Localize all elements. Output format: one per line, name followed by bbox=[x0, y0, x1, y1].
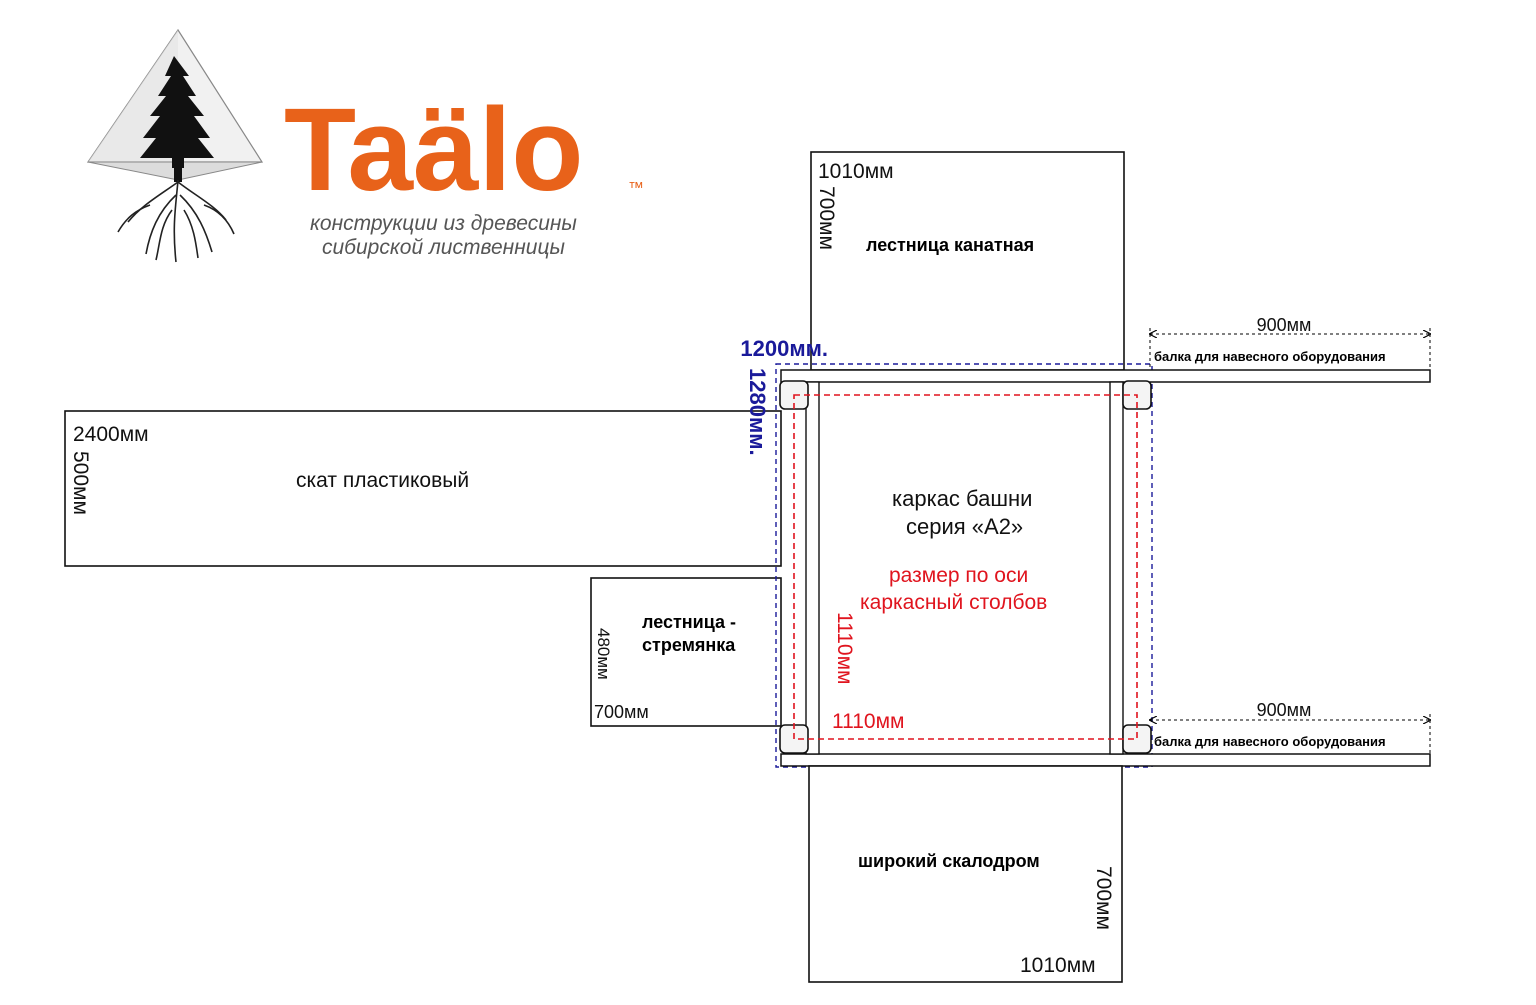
brand-tagline-2: сибирской лиственницы bbox=[322, 236, 565, 259]
rope-ladder-outline bbox=[810, 151, 1125, 371]
step-ladder-module: лестница - стремянка 480мм 700мм bbox=[590, 577, 782, 727]
brand-name: Taälo bbox=[284, 84, 583, 216]
axis-depth: 1110мм bbox=[833, 612, 856, 684]
corner-post-bottom-right bbox=[1122, 724, 1152, 754]
brand-tagline-1: конструкции из древесины bbox=[310, 212, 577, 235]
slide-outline bbox=[64, 410, 782, 567]
bottom-beam-length: 900мм bbox=[1257, 700, 1312, 720]
brand-logo: Taälo ™ конструкции из древесины сибирск… bbox=[86, 28, 644, 263]
bottom-beam-label: балка для навесного оборудования bbox=[1154, 734, 1386, 749]
rope-ladder-title: лестница канатная bbox=[866, 235, 1034, 255]
climbing-wall-outline bbox=[808, 765, 1123, 983]
step-ladder-height: 480мм bbox=[594, 628, 613, 680]
tower-outer-depth: 1280мм. bbox=[745, 368, 770, 456]
axis-note-2: каркасный столбов bbox=[860, 591, 1047, 614]
top-beam-dimension: 900мм балка для навесного оборудования bbox=[1150, 315, 1430, 370]
tree-emblem-icon bbox=[86, 28, 264, 263]
tower-title-2: серия «А2» bbox=[906, 514, 1023, 539]
slide-width: 500мм bbox=[69, 451, 92, 515]
tower-title-1: каркас башни bbox=[892, 486, 1032, 511]
top-beam-length: 900мм bbox=[1257, 315, 1312, 335]
rope-ladder-module: 1010мм 700мм лестница канатная bbox=[810, 151, 1125, 371]
trademark-symbol: ™ bbox=[628, 180, 644, 197]
step-ladder-title-1: лестница - bbox=[642, 612, 736, 632]
step-ladder-width: 700мм bbox=[594, 702, 649, 722]
left-rail bbox=[805, 381, 820, 755]
bottom-beam bbox=[780, 753, 1431, 767]
axis-note-1: размер по оси bbox=[889, 564, 1028, 587]
tower-outer-width: 1200мм. bbox=[740, 336, 828, 361]
top-beam bbox=[780, 369, 1431, 383]
rope-ladder-depth: 700мм bbox=[815, 186, 838, 250]
top-beam-label: балка для навесного оборудования bbox=[1154, 349, 1386, 364]
climbing-wall-module: широкий скалодром 700мм 1010мм bbox=[808, 765, 1123, 983]
climbing-wall-depth: 700мм bbox=[1092, 866, 1115, 930]
post-axis-boundary bbox=[793, 394, 1138, 740]
slide-length: 2400мм bbox=[73, 423, 149, 446]
slide-module: 2400мм 500мм скат пластиковый bbox=[64, 410, 782, 567]
bottom-beam-dimension: 900мм балка для навесного оборудования bbox=[1150, 700, 1430, 754]
step-ladder-title-2: стремянка bbox=[642, 635, 736, 655]
right-rail bbox=[1109, 381, 1124, 755]
slide-title: скат пластиковый bbox=[296, 469, 469, 492]
climbing-wall-width: 1010мм bbox=[1020, 954, 1096, 977]
tower-frame: 1200мм. 1280мм. каркас башни серия «А2» … bbox=[740, 336, 1431, 768]
rope-ladder-width: 1010мм bbox=[818, 160, 894, 183]
climbing-wall-title: широкий скалодром bbox=[858, 851, 1040, 871]
axis-width: 1110мм bbox=[832, 710, 904, 733]
step-ladder-outline bbox=[590, 577, 782, 727]
